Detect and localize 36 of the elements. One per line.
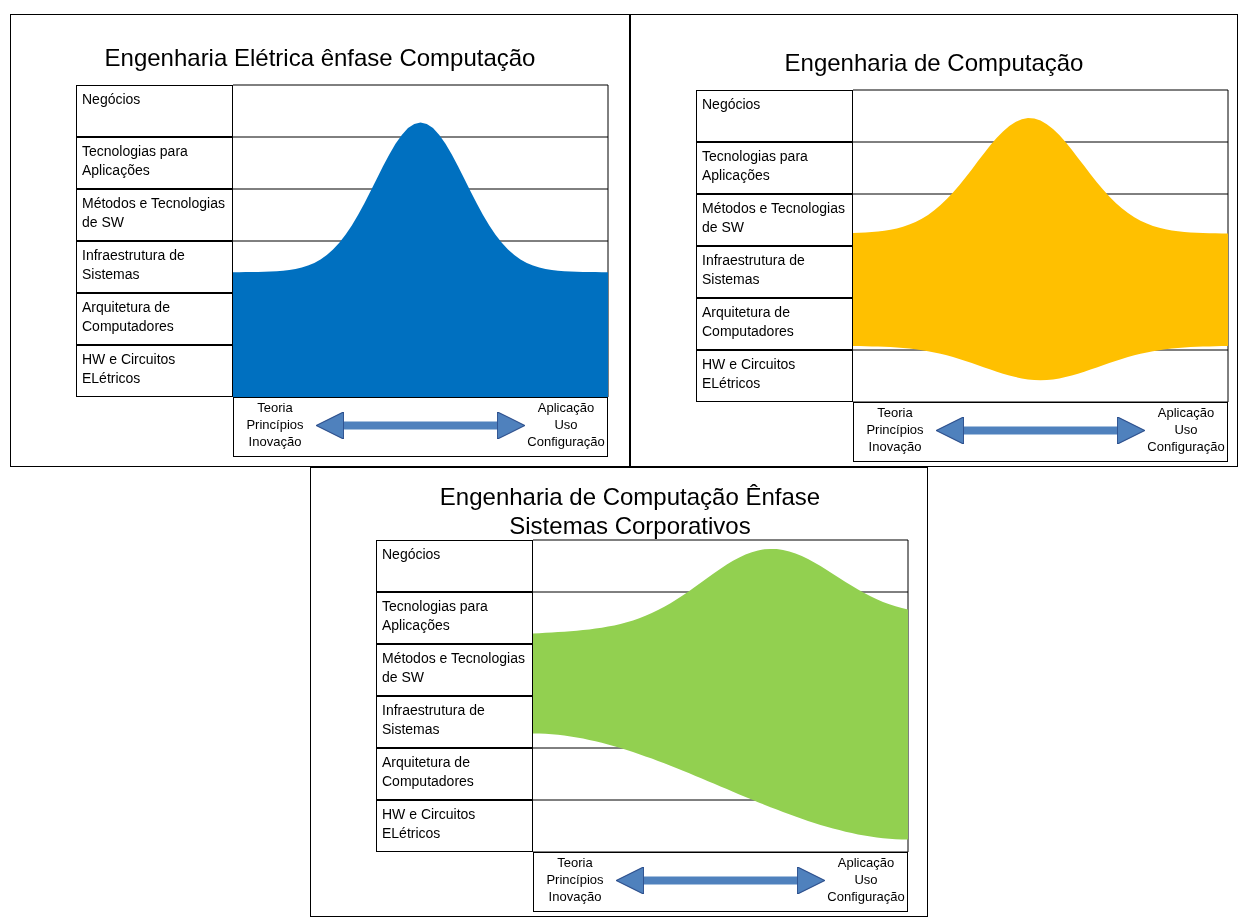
- diagram-panel: [630, 14, 1238, 467]
- panel-title: Engenharia de Computação: [783, 48, 1085, 77]
- double-arrow: [315, 411, 526, 440]
- row-label: Negócios: [696, 90, 853, 142]
- axis-box: [233, 397, 608, 457]
- row-label: Negócios: [76, 85, 233, 137]
- diagram-panel: [10, 14, 630, 467]
- diagram-panel: [310, 467, 928, 917]
- axis-box: [853, 402, 1228, 462]
- row-label: Métodos e Tecnologias de SW: [76, 189, 233, 241]
- double-arrow: [615, 866, 826, 895]
- row-label: HW e Circuitos ELétricos: [696, 350, 853, 402]
- row-label: HW e Circuitos ELétricos: [76, 345, 233, 397]
- row-label: Arquitetura de Computadores: [376, 748, 533, 800]
- row-label: Arquitetura de Computadores: [696, 298, 853, 350]
- panel-title: Engenharia Elétrica ênfase Computação: [103, 43, 537, 72]
- axis-label: Aplicação Uso Configuração: [527, 399, 605, 450]
- axis-label: Aplicação Uso Configuração: [1147, 404, 1225, 455]
- row-label: Arquitetura de Computadores: [76, 293, 233, 345]
- row-label: Tecnologias para Aplicações: [696, 142, 853, 194]
- axis-label: Teoria Princípios Inovação: [236, 399, 314, 450]
- panel-title: Engenharia de Computação Ênfase Sistemas Corporativos: [438, 482, 822, 540]
- row-label: Tecnologias para Aplicações: [76, 137, 233, 189]
- row-label: Negócios: [376, 540, 533, 592]
- row-label: Infraestrutura de Sistemas: [696, 246, 853, 298]
- row-label: Métodos e Tecnologias de SW: [376, 644, 533, 696]
- row-label: Tecnologias para Aplicações: [376, 592, 533, 644]
- row-label: Infraestrutura de Sistemas: [76, 241, 233, 293]
- axis-box: [533, 852, 908, 912]
- row-label: Infraestrutura de Sistemas: [376, 696, 533, 748]
- double-arrow: [935, 416, 1146, 445]
- axis-label: Teoria Princípios Inovação: [856, 404, 934, 455]
- row-label: HW e Circuitos ELétricos: [376, 800, 533, 852]
- axis-label: Aplicação Uso Configuração: [827, 854, 905, 905]
- row-label: Métodos e Tecnologias de SW: [696, 194, 853, 246]
- axis-label: Teoria Princípios Inovação: [536, 854, 614, 905]
